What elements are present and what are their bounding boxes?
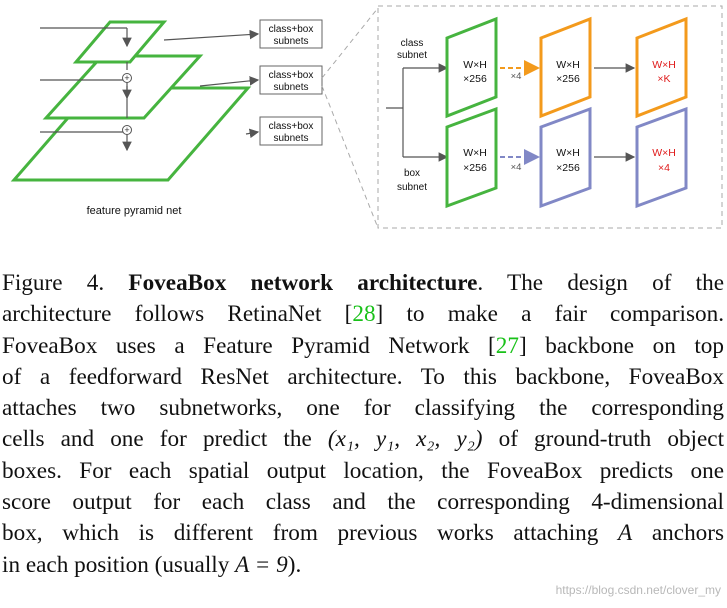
svg-text:subnet: subnet: [397, 50, 427, 61]
caption-line: box, which is different from previous wo…: [2, 520, 725, 547]
coordinate-tuple: (x₁, y₁, x₂, y₂): [327, 426, 483, 453]
caption-line: Figure 4. FoveaBox network architecture.…: [2, 270, 724, 296]
feature-pyramid: + + feature pyramid net: [10, 20, 252, 217]
subnet-box-3: class+box subnets: [259, 116, 323, 146]
svg-text:class+box: class+box: [269, 70, 314, 81]
zoom-line-bottom: [321, 85, 379, 229]
pyramid-level-top: [72, 20, 168, 64]
svg-text:+: +: [124, 73, 129, 83]
caption-line: cells and one for predict the (x₁, y₁, x…: [2, 426, 725, 453]
svg-text:W×H: W×H: [652, 147, 676, 159]
svg-text:subnets: subnets: [273, 133, 308, 144]
svg-text:W×H: W×H: [463, 147, 487, 159]
figure-label: Figure 4.: [2, 270, 105, 296]
subnet-detail-frame: [377, 5, 723, 229]
architecture-figure: + + feature pyramid net class+box subnet…: [10, 5, 723, 229]
svg-text:×256: ×256: [463, 73, 487, 85]
box-conv-block-green: W×H ×256: [445, 106, 498, 209]
citation-link-28[interactable]: 28: [352, 301, 376, 328]
svg-text:subnet: subnet: [397, 182, 427, 193]
caption-line: FoveaBox uses a Feature Pyramid Network …: [2, 332, 724, 359]
svg-text:W×H: W×H: [463, 59, 487, 71]
zoom-line-top: [321, 7, 379, 79]
svg-text:×256: ×256: [463, 162, 487, 174]
svg-text:×4: ×4: [511, 71, 522, 82]
citation-link-27[interactable]: 27: [495, 332, 519, 359]
class-subnet-label: class: [401, 38, 424, 49]
svg-text:W×H: W×H: [556, 59, 580, 71]
caption-line: of a feedforward ResNet architecture. To…: [2, 363, 724, 390]
svg-text:×256: ×256: [556, 73, 580, 85]
anchor-variable: A: [618, 520, 633, 547]
svg-text:class+box: class+box: [269, 24, 314, 35]
plus-node-2: [122, 125, 132, 135]
box-subnet-label: box: [404, 168, 420, 179]
svg-text:×4: ×4: [658, 162, 670, 174]
svg-text:subnets: subnets: [273, 36, 308, 47]
pyramid-level-middle: [42, 54, 204, 120]
box-conv-block-purple: W×H ×256: [539, 106, 592, 209]
caption-line: in each position (usually A = 9).: [2, 551, 302, 578]
class-conv-block-green: W×H ×256: [445, 16, 498, 119]
pyramid-label: feature pyramid net: [87, 205, 182, 217]
svg-text:class+box: class+box: [269, 121, 314, 132]
svg-text:×K: ×K: [657, 73, 670, 85]
class-output-block: W×H ×K: [635, 16, 688, 119]
caption-line: boxes. For each spatial output location,…: [2, 457, 724, 484]
plus-node-1: [122, 73, 132, 83]
subnet-box-1: class+box subnets: [259, 19, 323, 49]
svg-text:W×H: W×H: [556, 147, 580, 159]
anchor-equation: A = 9: [235, 551, 288, 578]
caption-line: attaches two subnetworks, one for classi…: [2, 395, 724, 422]
caption-title: FoveaBox network architecture: [128, 270, 478, 296]
box-output-block: W×H ×4: [635, 106, 688, 209]
caption-line: score output for each class and the corr…: [2, 489, 724, 516]
caption-line: architecture follows RetinaNet [28] to m…: [2, 301, 724, 328]
figure-caption: Figure 4. FoveaBox network architecture.…: [2, 268, 724, 581]
svg-text:×4: ×4: [511, 162, 522, 173]
svg-text:+: +: [124, 125, 129, 135]
svg-text:subnets: subnets: [273, 82, 308, 93]
svg-text:W×H: W×H: [652, 59, 676, 71]
class-conv-block-orange: W×H ×256: [539, 16, 592, 119]
watermark-text: https://blog.csdn.net/clover_my: [555, 583, 721, 597]
svg-text:×256: ×256: [556, 162, 580, 174]
subnet-box-2: class+box subnets: [259, 65, 323, 95]
